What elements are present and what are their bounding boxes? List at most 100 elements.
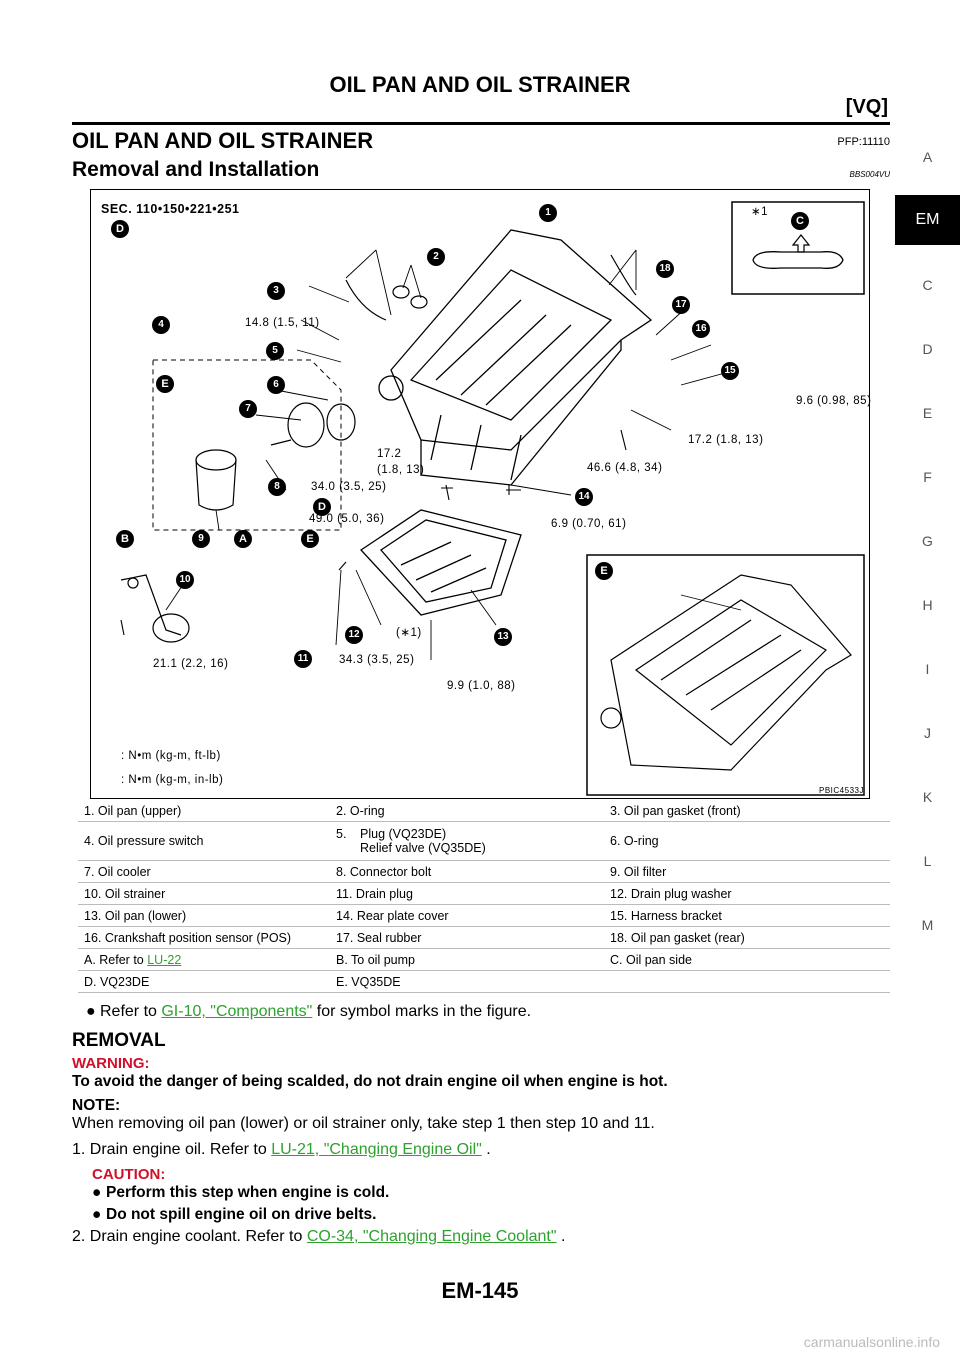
- item-number: 5.: [336, 827, 347, 841]
- callout-12: 12: [345, 626, 363, 644]
- note-label: NOTE:: [72, 1097, 121, 1114]
- side-index-f[interactable]: F: [923, 469, 932, 485]
- side-index-i[interactable]: I: [925, 661, 930, 677]
- side-index-a[interactable]: A: [922, 149, 933, 165]
- warning-text: To avoid the danger of being scalded, do…: [72, 1073, 668, 1090]
- caution-label: CAUTION:: [92, 1166, 166, 1183]
- table-cell: 3. Oil pan gasket (front): [604, 800, 890, 822]
- table-cell: 13. Oil pan (lower): [78, 904, 330, 927]
- side-index-l[interactable]: L: [923, 853, 932, 869]
- header-rule: [72, 122, 890, 125]
- table-cell: 6. O-ring: [604, 821, 890, 861]
- table-cell: 1. Oil pan (upper): [78, 800, 330, 822]
- torque-10: 21.1 (2.2, 16): [153, 658, 229, 670]
- table-cell: D. VQ23DE: [78, 970, 330, 993]
- leader-lines: [165, 249, 742, 660]
- letter-e: E: [156, 375, 174, 393]
- upper-oil-pan-drawing: [378, 229, 653, 486]
- letter-d: D: [111, 220, 129, 238]
- oil-strainer-drawing: [120, 574, 190, 643]
- table-cell: 8. Connector bolt: [330, 860, 604, 883]
- section-numbers-label: SEC. 110•150•221•251: [101, 202, 240, 216]
- table-row: A. Refer to LU-22 B. To oil pump C. Oil …: [78, 948, 890, 971]
- gi-10-link[interactable]: GI-10, "Components": [161, 1003, 313, 1020]
- callout-6: 6: [267, 376, 285, 394]
- side-index-h[interactable]: H: [922, 597, 933, 613]
- table-cell: C. Oil pan side: [604, 948, 890, 971]
- callout-17: 17: [672, 296, 690, 314]
- torque-17-line2: (1.8, 13): [377, 464, 425, 476]
- side-index: A EM C D E F G H I J K L M: [895, 0, 960, 1358]
- side-index-k[interactable]: K: [922, 789, 933, 805]
- table-cell: 5. Plug (VQ23DE)Relief valve (VQ35DE): [330, 821, 604, 861]
- callout-15: 15: [721, 362, 739, 380]
- letter-a: A: [234, 530, 252, 548]
- removal-heading: REMOVAL: [72, 1030, 166, 1051]
- oil-filter-drawing: [195, 449, 237, 511]
- table-cell: 2. O-ring: [330, 800, 604, 822]
- side-index-j[interactable]: J: [924, 725, 931, 741]
- section-code: PFP:11110: [837, 136, 890, 148]
- torque-15: 9.6 (0.98, 85): [796, 395, 872, 407]
- bullet-icon: ●: [86, 1003, 96, 1020]
- figure-id: PBIC4533J: [819, 786, 864, 795]
- co-34-link[interactable]: CO-34, "Changing Engine Coolant": [306, 1228, 557, 1245]
- bullet-icon: ●: [92, 1184, 102, 1201]
- table-cell: 4. Oil pressure switch: [78, 821, 330, 861]
- plug-label: Plug (VQ23DE): [360, 827, 447, 841]
- arrow-up-icon: [791, 234, 811, 253]
- side-index-e[interactable]: E: [922, 405, 933, 421]
- caution-1-text: Perform this step when engine is cold.: [106, 1184, 390, 1201]
- lu-21-link[interactable]: LU-21, "Changing Engine Oil": [271, 1141, 482, 1158]
- side-index-g[interactable]: G: [922, 533, 933, 549]
- refer-label: A. Refer to: [84, 952, 148, 967]
- table-cell: 16. Crankshaft position sensor (POS): [78, 926, 330, 949]
- torque-12: (∗1): [396, 627, 422, 639]
- letter-b: B: [116, 530, 134, 548]
- callout-1: 1: [539, 204, 557, 222]
- table-cell: 15. Harness bracket: [604, 904, 890, 927]
- bullet-icon: ●: [92, 1206, 102, 1223]
- exploded-diagram: SEC. 110•150•221•251 9.6 (0.98, 85) 14.8…: [90, 189, 872, 799]
- side-index-c[interactable]: C: [922, 277, 933, 293]
- callout-10: 10: [176, 571, 194, 589]
- section-title: OIL PAN AND OIL STRAINER: [72, 128, 374, 153]
- caution-item-2: ●Do not spill engine oil on drive belts.: [92, 1206, 376, 1224]
- table-row: 1. Oil pan (upper) 2. O-ring 3. Oil pan …: [78, 800, 890, 822]
- oil-cooler-drawing: [270, 402, 356, 448]
- warning-label: WARNING:: [72, 1055, 150, 1072]
- table-row: 16. Crankshaft position sensor (POS) 17.…: [78, 926, 890, 949]
- letter-e-torque: E: [301, 530, 319, 548]
- side-index-m[interactable]: M: [921, 917, 934, 933]
- table-cell: 10. Oil strainer: [78, 882, 330, 905]
- lower-oil-pan-drawing: [360, 509, 522, 616]
- callout-13: 13: [494, 628, 512, 646]
- table-row: 7. Oil cooler 8. Connector bolt 9. Oil f…: [78, 860, 890, 883]
- lu-22-link[interactable]: LU-22: [147, 952, 182, 967]
- inset-star-label: ∗1: [751, 206, 769, 218]
- callout-8: 8: [268, 478, 286, 496]
- note-text: When removing oil pan (lower) or oil str…: [72, 1115, 655, 1132]
- table-row: 10. Oil strainer 11. Drain plug 12. Drai…: [78, 882, 890, 905]
- torque-14: 6.9 (0.70, 61): [551, 518, 627, 530]
- side-index-em[interactable]: EM: [895, 195, 960, 245]
- callout-7: 7: [239, 400, 257, 418]
- inset-oil-pan-drawing: [600, 574, 852, 771]
- side-index-d[interactable]: D: [922, 341, 933, 357]
- step-2-text: 2. Drain engine coolant. Refer to: [72, 1228, 307, 1245]
- table-cell: 9. Oil filter: [604, 860, 890, 883]
- relief-valve-label: Relief valve (VQ35DE): [360, 841, 486, 855]
- torque-d: 49.0 (5.0, 36): [309, 513, 385, 525]
- torque-4: 14.8 (1.5, 11): [245, 317, 320, 329]
- table-row: 4. Oil pressure switch 5. Plug (VQ23DE)Re…: [78, 821, 890, 861]
- legend-in-lb: : N•m (kg-m, in-lb): [121, 774, 224, 786]
- ref-pre: Refer to: [100, 1003, 162, 1020]
- step-2-post: .: [556, 1228, 566, 1245]
- table-cell: [604, 970, 890, 993]
- ref-post: for symbol marks in the figure.: [312, 1003, 532, 1020]
- callout-4: 4: [152, 316, 170, 334]
- letter-d-torque: D: [313, 498, 331, 516]
- vq35de-dashed-region: [152, 359, 342, 531]
- diagram-drawing: [120, 201, 865, 796]
- torque-17-line1: 17.2: [377, 448, 402, 460]
